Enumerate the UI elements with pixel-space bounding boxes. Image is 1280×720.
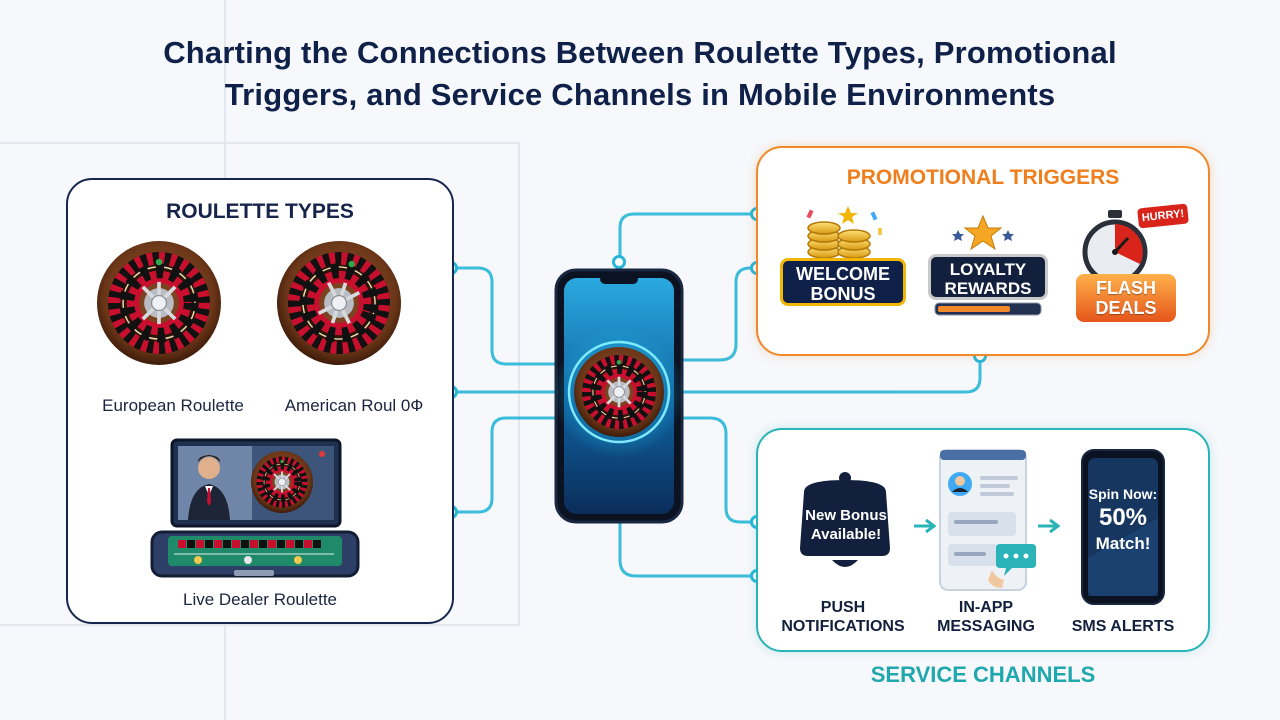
welcome-bonus-line-1: WELCOME xyxy=(796,264,890,284)
gold-coins-icon xyxy=(806,206,882,259)
push-notifications-line-1: PUSH xyxy=(820,599,866,616)
flash-deals-line-2: DEALS xyxy=(1095,298,1157,318)
background-line xyxy=(0,624,520,626)
welcome-bonus-line-2: BONUS xyxy=(810,284,876,304)
loyalty-progress-bar xyxy=(934,302,1042,316)
american-roulette-label: American Roul 0Ф xyxy=(284,396,424,415)
bell-icon xyxy=(800,472,890,567)
european-roulette-wheel-icon xyxy=(94,238,224,368)
background-line xyxy=(518,142,520,624)
bell-message-line-1: New Bonus xyxy=(805,507,887,524)
sms-line-1: Spin Now: xyxy=(1088,486,1158,502)
live-dealer-table-icon xyxy=(150,438,360,578)
promotional-triggers-heading: PROMOTIONAL TRIGGERS xyxy=(846,166,1120,189)
service-channels-panel: New Bonus Available! Spin Now: 50% Match… xyxy=(756,428,1210,652)
bell-message: New Bonus Available! xyxy=(800,502,892,548)
loyalty-rewards-line-1: LOYALTY xyxy=(949,260,1027,279)
bell-message-line-2: Available! xyxy=(810,526,882,543)
star-icon xyxy=(952,214,1014,251)
sms-line-2: 50% xyxy=(1098,504,1148,531)
page-title: Charting the Connections Between Roulett… xyxy=(60,32,1220,116)
push-notifications-label: PUSH NOTIFICATIONS xyxy=(768,598,918,636)
welcome-bonus-badge: WELCOME BONUS xyxy=(780,258,906,306)
title-line-1: Charting the Connections Between Roulett… xyxy=(163,35,1117,70)
loyalty-rewards-badge: LOYALTY REWARDS xyxy=(928,254,1048,300)
background-line xyxy=(0,142,520,144)
in-app-messaging-icon xyxy=(939,449,1036,591)
loyalty-rewards-line-2: REWARDS xyxy=(944,279,1032,298)
arrow-icon xyxy=(914,518,937,534)
arrow-icon xyxy=(1038,518,1061,534)
service-channels-heading: SERVICE CHANNELS xyxy=(870,662,1096,687)
push-notifications-line-2: NOTIFICATIONS xyxy=(781,618,905,635)
sms-line-3: Match! xyxy=(1095,534,1151,553)
flash-deals-line-1: FLASH xyxy=(1096,278,1156,298)
title-line-2: Triggers, and Service Channels in Mobile… xyxy=(224,77,1056,112)
in-app-messaging-label: IN-APP MESSAGING xyxy=(926,598,1046,636)
sms-smartphone-icon xyxy=(1081,449,1165,605)
european-roulette-label: European Roulette xyxy=(102,396,244,415)
live-dealer-roulette-label: Live Dealer Roulette xyxy=(182,590,338,609)
hurry-tag: HURRY! xyxy=(1137,203,1189,229)
sms-alerts-label: SMS ALERTS xyxy=(1071,618,1175,635)
in-app-messaging-line-2: MESSAGING xyxy=(937,618,1035,635)
flash-deals-badge: FLASH DEALS xyxy=(1076,274,1176,322)
promotional-triggers-panel: PROMOTIONAL TRIGGERS WELCOME BONUS LOYAL… xyxy=(756,146,1210,356)
in-app-messaging-line-1: IN-APP xyxy=(958,599,1014,616)
roulette-types-panel: ROULETTE TYPES European Roulette America… xyxy=(66,178,454,624)
roulette-types-heading: ROULETTE TYPES xyxy=(166,200,354,223)
american-roulette-wheel-icon xyxy=(274,238,404,368)
central-smartphone-icon xyxy=(553,268,685,524)
connector-node xyxy=(612,255,626,269)
